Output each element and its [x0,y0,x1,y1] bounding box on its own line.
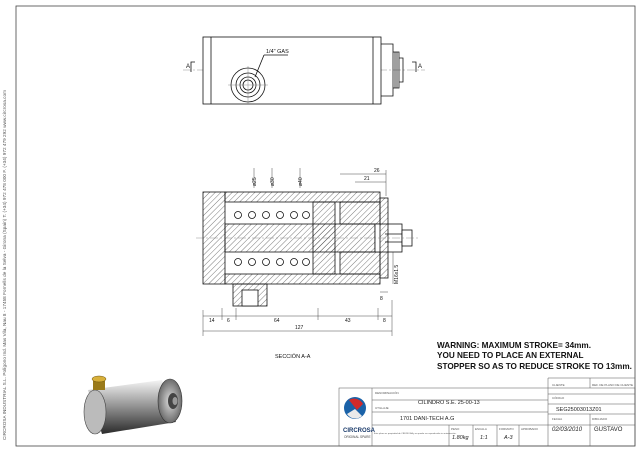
dim-top-26: 26 [374,168,380,174]
denomination-label: DENOMINACIÓN [375,390,399,395]
dim-dia-a: ø25 [252,177,258,186]
tool-value: 1701 DANI-TECH A.G [400,416,454,422]
top-view [183,36,425,105]
section-title: SECCIÓN A-A [275,353,311,360]
dim-bottom-43: 43 [345,318,351,324]
warning-line-3: STOPPER SO AS TO REDUCE STROKE TO 13mm. [437,361,632,371]
dim-bottom-14: 14 [209,318,215,324]
code-value: SEG25003013Z01 [556,407,602,413]
company-logo [344,397,366,419]
company-name: CIRCROSA [343,428,376,434]
legal-note: Este plano es propiedad de CIRCROSA y no… [374,432,457,435]
denomination-value: CILINDRO S.E. 25-00-13 [418,400,480,406]
date-value: 02/03/2010 [552,427,583,433]
dim-small-8: 8 [380,296,383,302]
dim-bottom-6: 6 [227,318,230,324]
format-value: A-3 [503,435,514,441]
dim-bottom-8: 8 [383,318,386,324]
dimension-lines [202,168,394,336]
dim-bottom-64: 64 [274,318,280,324]
code-label: CÓDIGO [552,395,565,400]
company-sub: ORIGINAL SPARE [344,435,371,439]
approved-label: APROBADO [521,427,539,431]
dim-top-21: 21 [364,176,370,182]
tool-label: UTILLAJE [375,406,389,410]
thread-label: 1/4" GAS [266,49,289,55]
section-mark-right: A [418,64,422,70]
header-a: CLIENTE [552,383,565,387]
dim-dia-c: ø40 [298,177,304,186]
weight-label: PESO [451,427,460,431]
warning-line-1: WARNING: MAXIMUM STROKE= 34mm. [437,341,591,350]
header-b: REF. DE PLANO DE CLIENTE [592,383,633,387]
product-3d-render [83,375,183,435]
title-block [338,377,636,447]
weight-value: 1.80kg [452,435,469,441]
sheet-border [15,5,636,447]
dim-overall: 127 [295,325,304,331]
scale-value: 1:1 [480,435,488,441]
drawn-value: GUSTAVO [594,427,623,433]
company-address-strip: CIRCROSA INDUSTRIAL S.L. Polígono Ind. M… [2,89,7,440]
section-view [196,191,418,307]
dim-dia-b: ø30 [270,177,276,186]
format-label: FORMATO [499,427,514,431]
date-label: FECHA [552,417,562,421]
scale-label: ESCALA [475,427,487,431]
section-mark-left: A [186,64,190,70]
stroke-warning: WARNING: MAXIMUM STROKE= 34mm. YOU NEED … [437,341,637,372]
drawn-label: DIBUJADO [592,417,608,421]
dim-thread-side: M16x1.5 [394,265,400,284]
warning-line-2: YOU NEED TO PLACE AN EXTERNAL [437,351,584,361]
